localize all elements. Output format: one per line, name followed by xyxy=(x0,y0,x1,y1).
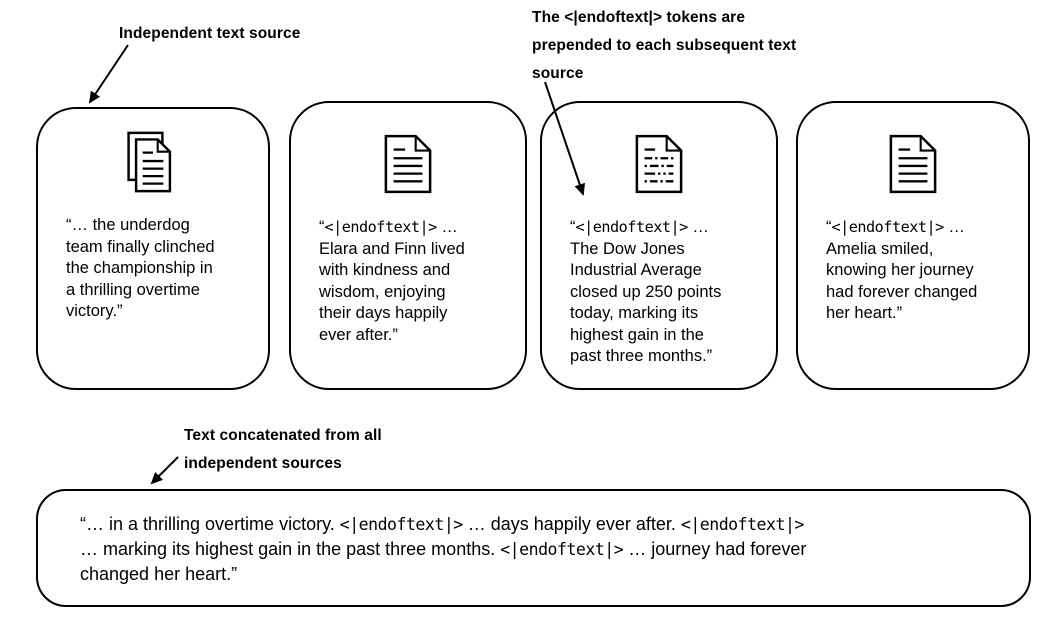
document-lines-icon xyxy=(889,134,937,194)
label-independent-text-source: Independent text source xyxy=(119,25,301,42)
concatenated-text: “… in a thrilling overtime victory. <|en… xyxy=(80,514,807,584)
documents-stack-icon xyxy=(127,131,172,193)
label-endoftext-prepended: The <|endoftext|> tokens are prepended t… xyxy=(532,9,797,82)
concatenated-text-box: “… in a thrilling overtime victory. <|en… xyxy=(36,489,1031,607)
text-source-card-4: “<|endoftext|> … Amelia smiled, knowing … xyxy=(796,101,1030,390)
card-1-text: “… the underdog team finally clinched th… xyxy=(66,216,215,320)
arrow-to-first-source xyxy=(88,44,129,104)
card-2-icon-holder xyxy=(383,133,433,195)
document-dashed-lines-icon xyxy=(635,134,683,194)
label-text-concatenated: Text concatenated from all independent s… xyxy=(184,427,382,472)
card-3-icon-holder xyxy=(634,133,684,195)
card-4-icon-holder xyxy=(888,133,938,195)
text-source-card-3: “<|endoftext|> … The Dow Jones Industria… xyxy=(540,101,778,390)
card-1-icon-holder xyxy=(123,131,183,193)
card-3-text: “<|endoftext|> … The Dow Jones Industria… xyxy=(570,218,722,365)
text-source-card-2: “<|endoftext|> … Elara and Finn lived wi… xyxy=(289,101,527,390)
card-2-text: “<|endoftext|> … Elara and Finn lived wi… xyxy=(319,218,465,344)
document-lines-icon xyxy=(384,134,432,194)
arrow-to-concatenated-box xyxy=(150,456,179,485)
card-4-text: “<|endoftext|> … Amelia smiled, knowing … xyxy=(826,218,978,322)
text-source-card-1: “… the underdog team finally clinched th… xyxy=(36,107,270,390)
